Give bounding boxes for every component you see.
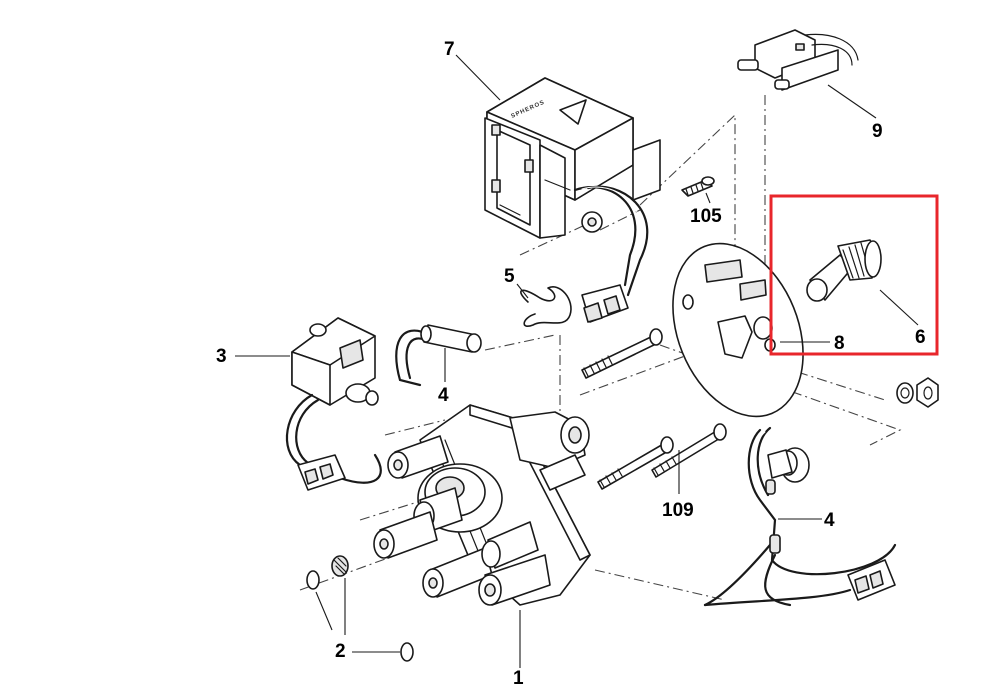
sensor-part-4-lower — [703, 426, 897, 607]
screw-part-105 — [681, 176, 715, 197]
callout-6: 6 — [915, 327, 926, 348]
leader-lines — [235, 54, 919, 668]
callout-9: 9 — [872, 121, 883, 142]
highlight-box-part-6 — [769, 194, 939, 356]
long-bolts — [581, 328, 727, 490]
ignition-electrode-part-9 — [737, 29, 859, 91]
connector-part-7 — [581, 284, 629, 323]
gasket-part-8 — [672, 242, 804, 418]
nut-and-washer — [896, 377, 939, 408]
callout-3: 3 — [216, 346, 227, 367]
callout-8: 8 — [834, 333, 845, 354]
callout-109: 109 — [662, 500, 694, 521]
callout-1: 1 — [513, 668, 524, 686]
retaining-clip-part-5 — [520, 286, 572, 327]
callout-4-upper: 4 — [438, 385, 449, 406]
solenoid-valve-part-3 — [285, 317, 382, 491]
callout-5: 5 — [504, 266, 515, 287]
nozzle-part-6 — [806, 239, 882, 302]
control-box-part-7: SPHEROS — [484, 77, 661, 297]
sensor-part-4-upper — [395, 324, 482, 387]
seals-part-2 — [306, 555, 414, 662]
callout-4-lower: 4 — [824, 510, 835, 531]
callout-2: 2 — [335, 641, 346, 662]
housing-part-1 — [373, 404, 591, 606]
callout-7: 7 — [444, 39, 455, 60]
callout-labels: 7 9 105 5 8 6 3 4 4 109 2 1 — [216, 39, 926, 686]
callout-105: 105 — [690, 206, 722, 227]
